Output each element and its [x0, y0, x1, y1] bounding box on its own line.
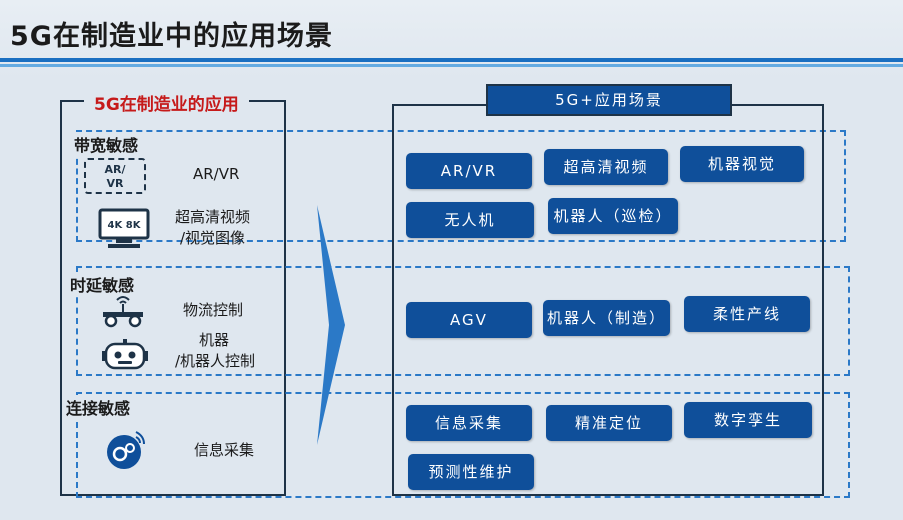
- title-underline-secondary: [0, 64, 903, 67]
- title-bar: 5G在制造业中的应用场景: [0, 0, 903, 78]
- title-underline: [0, 58, 903, 62]
- ar-vr-headset-icon: AR/ VR: [84, 158, 146, 194]
- app-robot-inspection[interactable]: 机器人（巡检）: [548, 198, 678, 234]
- app-machine-vision[interactable]: 机器视觉: [680, 146, 804, 182]
- app-digital-twin[interactable]: 数字孪生: [684, 402, 812, 438]
- right-panel-title: 5G+应用场景: [486, 84, 732, 116]
- section-label-bandwidth: 带宽敏感: [70, 132, 143, 156]
- app-info-collection[interactable]: 信息采集: [406, 405, 532, 441]
- item-robot-control-line2: /机器人控制: [175, 352, 256, 370]
- left-panel: 5G在制造业的应用: [60, 90, 286, 496]
- agv-vehicle-icon: [103, 296, 143, 328]
- item-uhd-video: 超高清视频 /视觉图像: [175, 207, 250, 249]
- app-precise-positioning[interactable]: 精准定位: [546, 405, 672, 441]
- item-robot-control: 机器 /机器人控制: [175, 330, 255, 372]
- app-predictive-maintenance[interactable]: 预测性维护: [408, 454, 534, 490]
- item-robot-control-line1: 机器: [199, 331, 230, 349]
- page-title: 5G在制造业中的应用场景: [10, 21, 333, 52]
- item-logistics-control: 物流控制: [183, 301, 244, 319]
- app-uhd-video[interactable]: 超高清视频: [544, 149, 668, 185]
- app-ar-vr[interactable]: AR/VR: [406, 153, 532, 189]
- latency-group-border: [76, 266, 850, 376]
- robot-icon: [102, 339, 148, 370]
- bandwidth-group-border: [76, 130, 846, 242]
- gear-signal-icon: [107, 431, 145, 469]
- ar-vr-icon-label-bottom: VR: [106, 177, 124, 190]
- section-label-connection: 连接敏感: [62, 395, 135, 419]
- connection-group-border: [76, 392, 850, 498]
- left-panel-title: 5G在制造业的应用: [84, 90, 249, 115]
- app-flexible-line[interactable]: 柔性产线: [684, 296, 810, 332]
- item-uhd-video-line2: /视觉图像: [180, 229, 246, 247]
- app-robot-manufacturing[interactable]: 机器人（制造）: [543, 300, 670, 336]
- section-label-latency: 时延敏感: [66, 272, 139, 296]
- item-info-collection: 信息采集: [194, 441, 255, 459]
- right-arrow-icon: [317, 205, 345, 445]
- app-drone[interactable]: 无人机: [406, 202, 534, 238]
- ar-vr-icon-label-top: AR/: [104, 163, 126, 176]
- app-agv[interactable]: AGV: [406, 302, 532, 338]
- item-uhd-video-line1: 超高清视频: [175, 208, 251, 226]
- 4k-8k-monitor-icon: 4K 8K: [98, 208, 150, 248]
- monitor-icon-label: 4K 8K: [108, 220, 142, 231]
- item-ar-vr: AR/VR: [193, 165, 240, 183]
